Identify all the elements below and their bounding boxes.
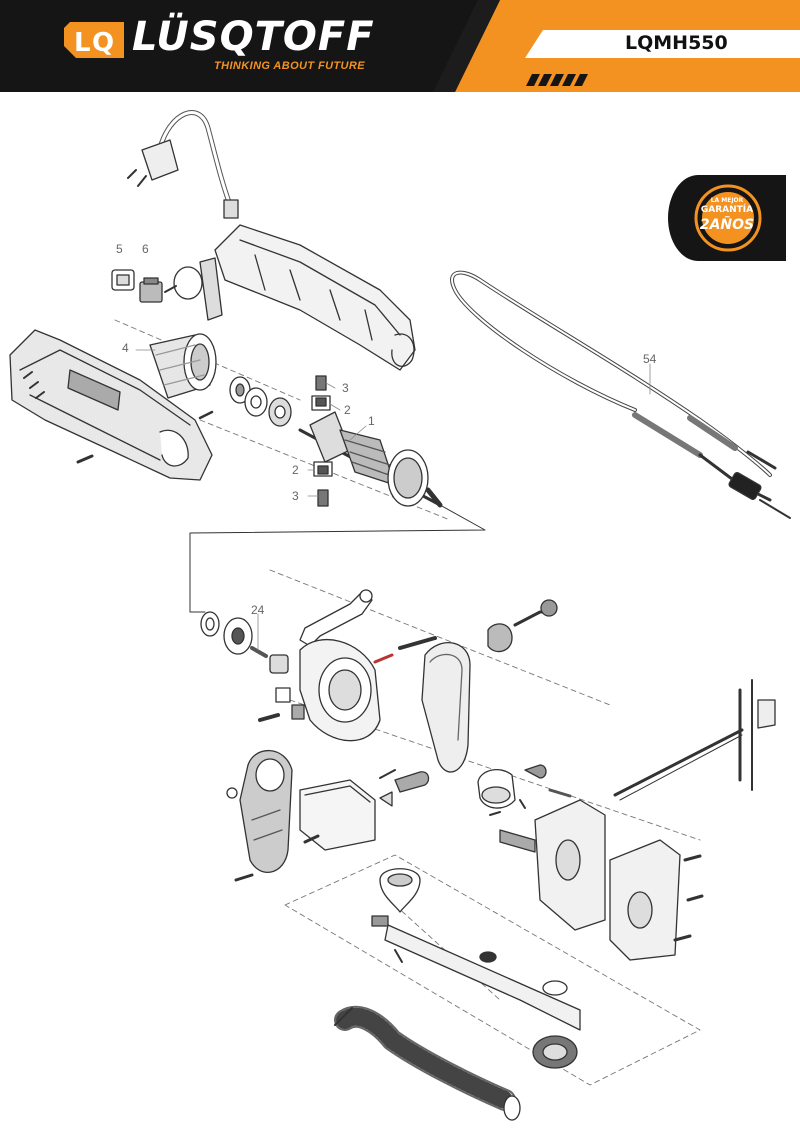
exploded-parts-diagram: 5 6 4 3 2 1 2 3 54 24: [0, 92, 800, 1132]
badge-line1: LA MEJOR: [710, 197, 744, 204]
callout-24: 24: [251, 603, 265, 617]
svg-text:L: L: [74, 28, 91, 58]
svg-text:Q: Q: [92, 28, 114, 58]
callout-6: 6: [142, 242, 149, 256]
model-label-box: [525, 30, 800, 58]
hanger-rod: [613, 679, 776, 801]
housing-top-half: [173, 224, 416, 371]
side-handle: [421, 599, 558, 773]
power-cord: [127, 110, 239, 219]
section-link-line: [189, 504, 486, 613]
brand-slogan: THINKING ABOUT FUTURE: [214, 60, 365, 72]
lamp-clamp: [477, 764, 572, 816]
housing-bottom-half: [9, 329, 213, 481]
gear-housing: [258, 636, 437, 779]
warranty-badge: LA MEJOR GARANTÍA 2AÑOS: [668, 175, 786, 261]
wrench: [299, 589, 373, 647]
flexible-shaft: [450, 270, 791, 519]
brand-name: LÜSQTOFF: [132, 14, 375, 60]
callout-3-lower: 3: [292, 489, 299, 503]
armature: [298, 411, 443, 508]
switch-parts: [111, 269, 177, 303]
rear-handle: [226, 749, 293, 882]
base-frame: [284, 854, 701, 1086]
badge-shape: [668, 175, 786, 261]
logo-mark-icon: L Q: [64, 22, 124, 58]
mounting-bracket: [299, 771, 430, 851]
field-coil: [149, 333, 217, 399]
model-code: LQMH550: [625, 32, 728, 54]
callout-1: 1: [368, 414, 375, 428]
diagram-drawing: [9, 110, 791, 1121]
header-banner: L Q LÜSQTOFF THINKING ABOUT FUTURE LQMH5…: [0, 0, 800, 92]
bearings-left: [198, 376, 292, 427]
stand-base-plates: [499, 799, 704, 961]
carbon-brushes: [311, 375, 333, 507]
badge-line3: 2AÑOS: [699, 217, 755, 233]
callout-5: 5: [116, 242, 123, 256]
brand-logo: L Q LÜSQTOFF THINKING ABOUT FUTURE: [62, 14, 392, 76]
callout-2-lower: 2: [292, 463, 299, 477]
front-bearing-set: [200, 611, 289, 674]
badge-line2: GARANTÍA: [700, 205, 754, 215]
corrugated-hose: [334, 1005, 521, 1121]
callout-2-upper: 2: [344, 403, 351, 417]
callout-3-upper: 3: [342, 381, 349, 395]
callout-leaders: [135, 349, 651, 651]
callout-4: 4: [122, 341, 129, 355]
callout-54: 54: [643, 352, 657, 366]
